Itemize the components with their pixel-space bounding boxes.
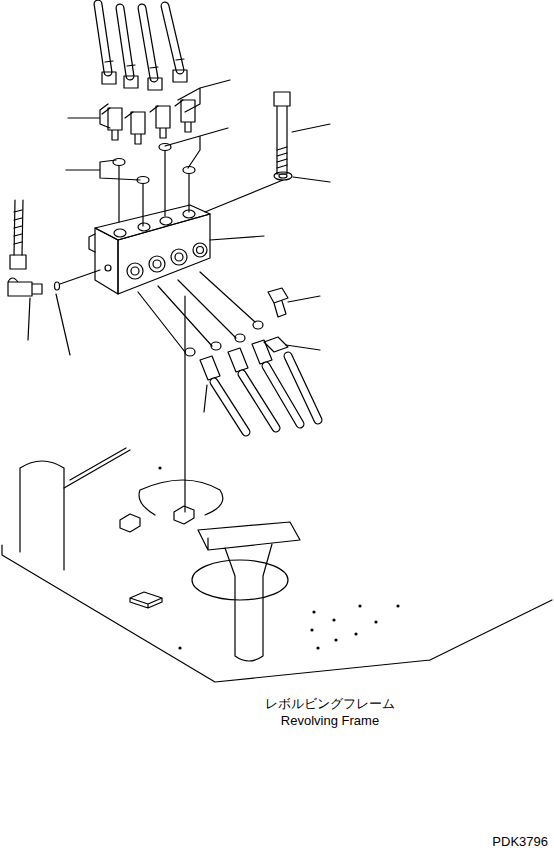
lower-fittings xyxy=(138,272,318,432)
valve-block xyxy=(89,205,210,294)
plug xyxy=(253,288,288,329)
bolt xyxy=(205,92,292,212)
left-elbow xyxy=(8,200,100,296)
part-name-en: Revolving Frame xyxy=(281,713,379,729)
upper-fittings xyxy=(102,100,195,144)
part-name-ja: レボルビングフレーム xyxy=(265,696,395,712)
leader-lines xyxy=(28,80,330,480)
drawing-number: PDK3796 xyxy=(492,834,548,850)
revolving-frame xyxy=(2,450,552,682)
upper-hoses xyxy=(98,4,187,90)
